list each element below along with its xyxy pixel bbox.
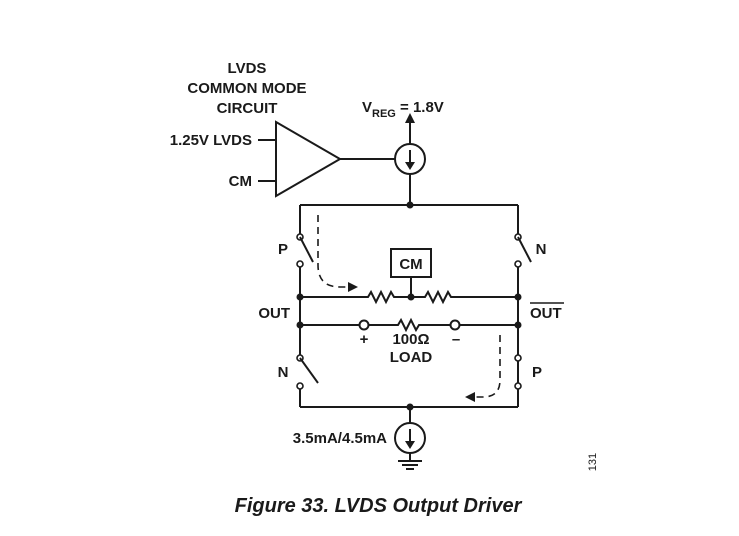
top-current-source-icon: [394, 143, 426, 175]
out-left-label: OUT: [258, 305, 290, 322]
left-top-switch-blade: [299, 236, 314, 263]
cm-box-label: CM: [399, 256, 422, 273]
load-label: LOAD: [390, 349, 433, 366]
load-value-label: 100Ω: [392, 331, 429, 348]
vreg-arrow-icon: [405, 113, 415, 123]
divider-resistors: [300, 289, 518, 305]
vreg-value: = 1.8V: [396, 99, 444, 116]
current-path-right: [475, 335, 501, 398]
load-resistor: [368, 317, 450, 333]
side-number: 131: [587, 453, 599, 471]
current-path-left-arrow-icon: [348, 282, 358, 292]
right-top-switch-contact-lower: [514, 260, 522, 268]
vreg-label: VREG = 1.8V: [362, 99, 444, 120]
block-title-line-1: LVDS: [228, 60, 267, 77]
load-plus-label: +: [360, 331, 369, 348]
left-bottom-switch-contact-lower: [296, 382, 304, 390]
left-top-switch-contact-lower: [296, 260, 304, 268]
switch-top-right-label: N: [536, 241, 547, 258]
vreg-prefix: V: [362, 99, 372, 116]
load-minus-label: –: [452, 331, 460, 348]
block-title-line-3: CIRCUIT: [217, 100, 278, 117]
load-terminal-minus: [449, 319, 461, 331]
left-bottom-switch-blade: [299, 357, 319, 384]
current-path-right-arrow-icon: [465, 392, 475, 402]
right-bottom-switch-contact-lower: [514, 382, 522, 390]
bottom-current-source-icon: [394, 422, 426, 454]
amplifier-symbol: [275, 120, 342, 198]
figure-caption: Figure 33. LVDS Output Driver: [235, 495, 523, 517]
switch-bottom-right-label: P: [532, 364, 542, 381]
right-top-switch-blade: [517, 236, 532, 263]
out-right-label: OUT: [530, 305, 562, 322]
current-path-left: [317, 215, 348, 288]
bottom-current-label: 3.5mA/4.5mA: [293, 430, 387, 447]
amp-input-top-label: 1.25V LVDS: [170, 132, 252, 149]
load-terminal-plus: [358, 319, 370, 331]
block-title-line-2: COMMON MODE: [187, 80, 306, 97]
vreg-subscript: REG: [372, 108, 396, 120]
right-bottom-switch-contact-upper: [514, 354, 522, 362]
amp-input-bottom-label: CM: [229, 173, 252, 190]
switch-top-left-label: P: [278, 241, 288, 258]
switch-bottom-left-label: N: [278, 364, 289, 381]
ground-icon: [398, 460, 422, 470]
